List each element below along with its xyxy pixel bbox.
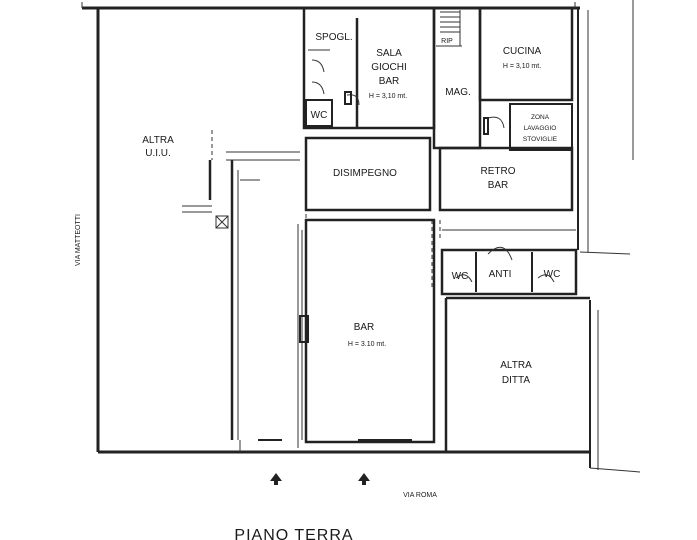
wc-anti-block [440,229,578,296]
room-height-bar: H = 3.10 mt. [348,341,386,348]
room-label-retro-bar: BAR [488,180,509,191]
room-label-altra-uiu: ALTRA [142,135,174,146]
room-label-anti: ANTI [489,269,512,280]
street-label-via-roma: VIA ROMA [403,492,437,499]
room-label-disimpegno: DISIMPEGNO [333,168,397,179]
plan-title: PIANO TERRA [234,527,353,540]
room-label-wc-spogl: WC [311,110,328,121]
room-label-sala-giochi: GIOCHI [371,62,407,73]
room-label-sala-giochi: SALA [376,48,402,59]
room-label-retro-bar: RETRO [481,166,516,177]
altra-ditta-area [444,296,590,452]
room-label-rip: RIP [441,38,453,45]
room-label-cucina: CUCINA [503,46,542,57]
room-label-zona-lavaggio: STOVIGLIE [523,136,558,143]
room-label-altra-uiu: U.I.U. [145,148,171,159]
middle-partitions [304,136,574,290]
room-label-wc-right: WC [544,269,561,280]
room-label-mag: MAG. [445,87,471,98]
street-label-via-matteotti: VIA MATTEOTTI [75,214,82,266]
corridor [182,130,300,452]
room-label-altra-ditta: DITTA [502,375,530,386]
room-label-spogl: SPOGL. [315,32,352,43]
outer-walls [81,0,641,473]
room-height-sala: H = 3,10 mt. [369,93,407,100]
bar-hall [258,218,436,448]
entrance-arrows [270,473,370,485]
room-label-altra-ditta: ALTRA [500,360,532,371]
room-label-bar: BAR [354,322,375,333]
room-label-zona-lavaggio: LAVAGGIO [524,125,557,132]
room-label-wc-left: WC [452,271,469,282]
room-label-zona-lavaggio: ZONA [531,114,550,121]
entrance-arrow-icon [358,473,370,485]
room-label-sala-giochi: BAR [379,76,400,87]
top-partitions [302,6,574,151]
room-height-cucina: H = 3,10 mt. [503,63,541,70]
entrance-arrow-icon [270,473,282,485]
